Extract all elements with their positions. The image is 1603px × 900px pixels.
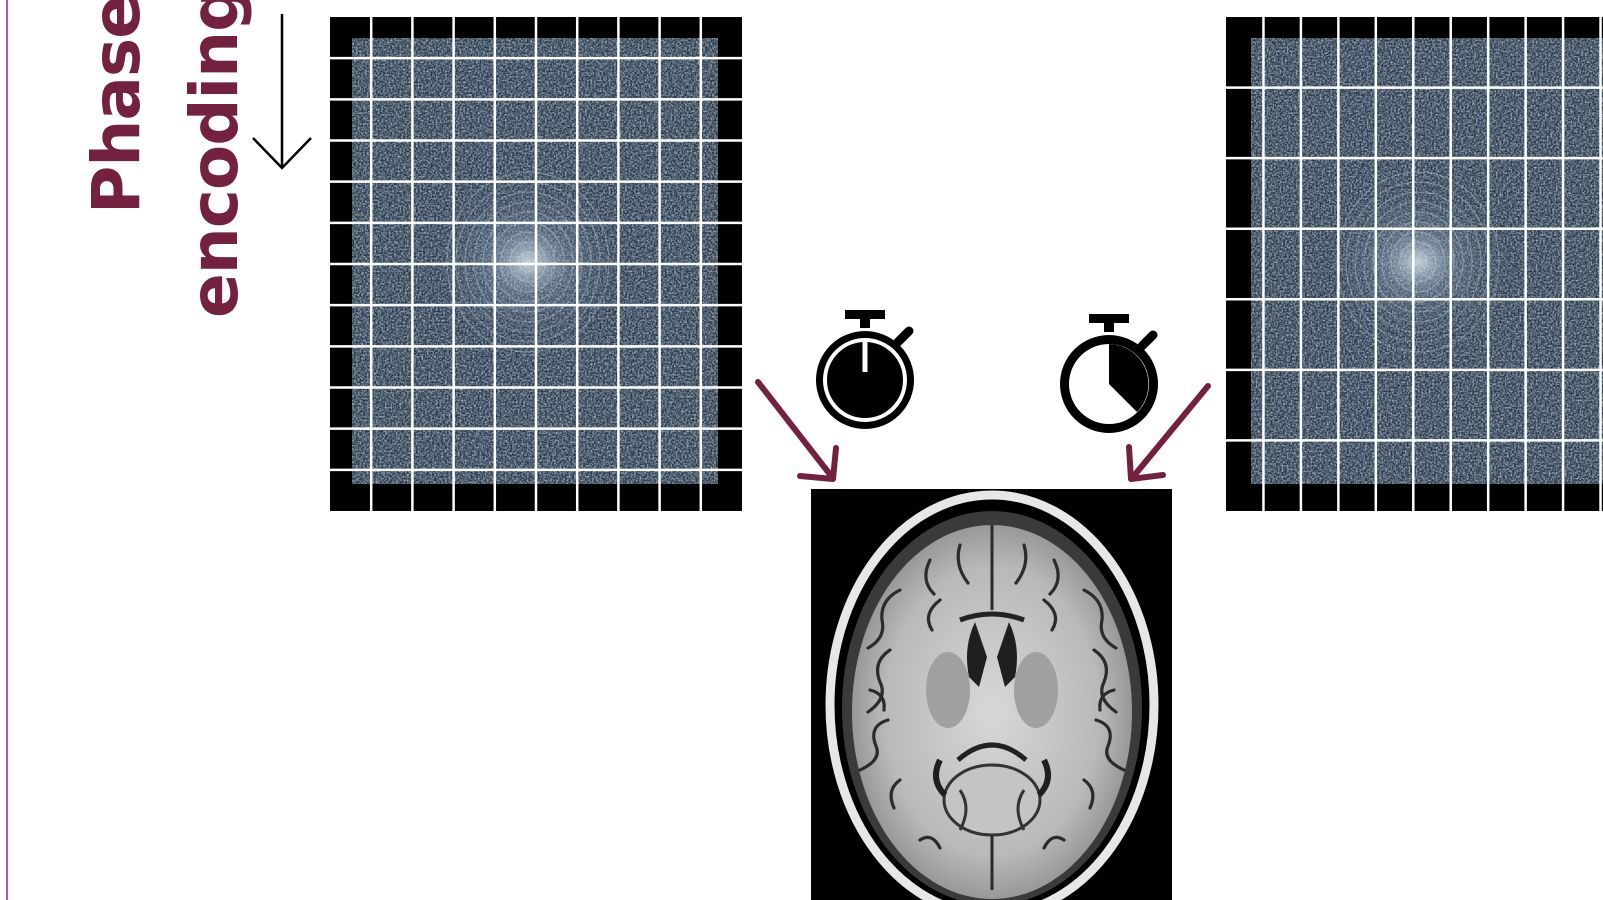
- mri-brain-axial-image: [811, 489, 1172, 900]
- stopwatch-full-icon: [816, 310, 914, 429]
- stopwatch-partial-icon: [1060, 314, 1158, 433]
- left-kspace-panel: [330, 17, 742, 511]
- right-kspace-panel: [1226, 17, 1603, 511]
- phase-encoding-arrow-icon: [253, 14, 311, 168]
